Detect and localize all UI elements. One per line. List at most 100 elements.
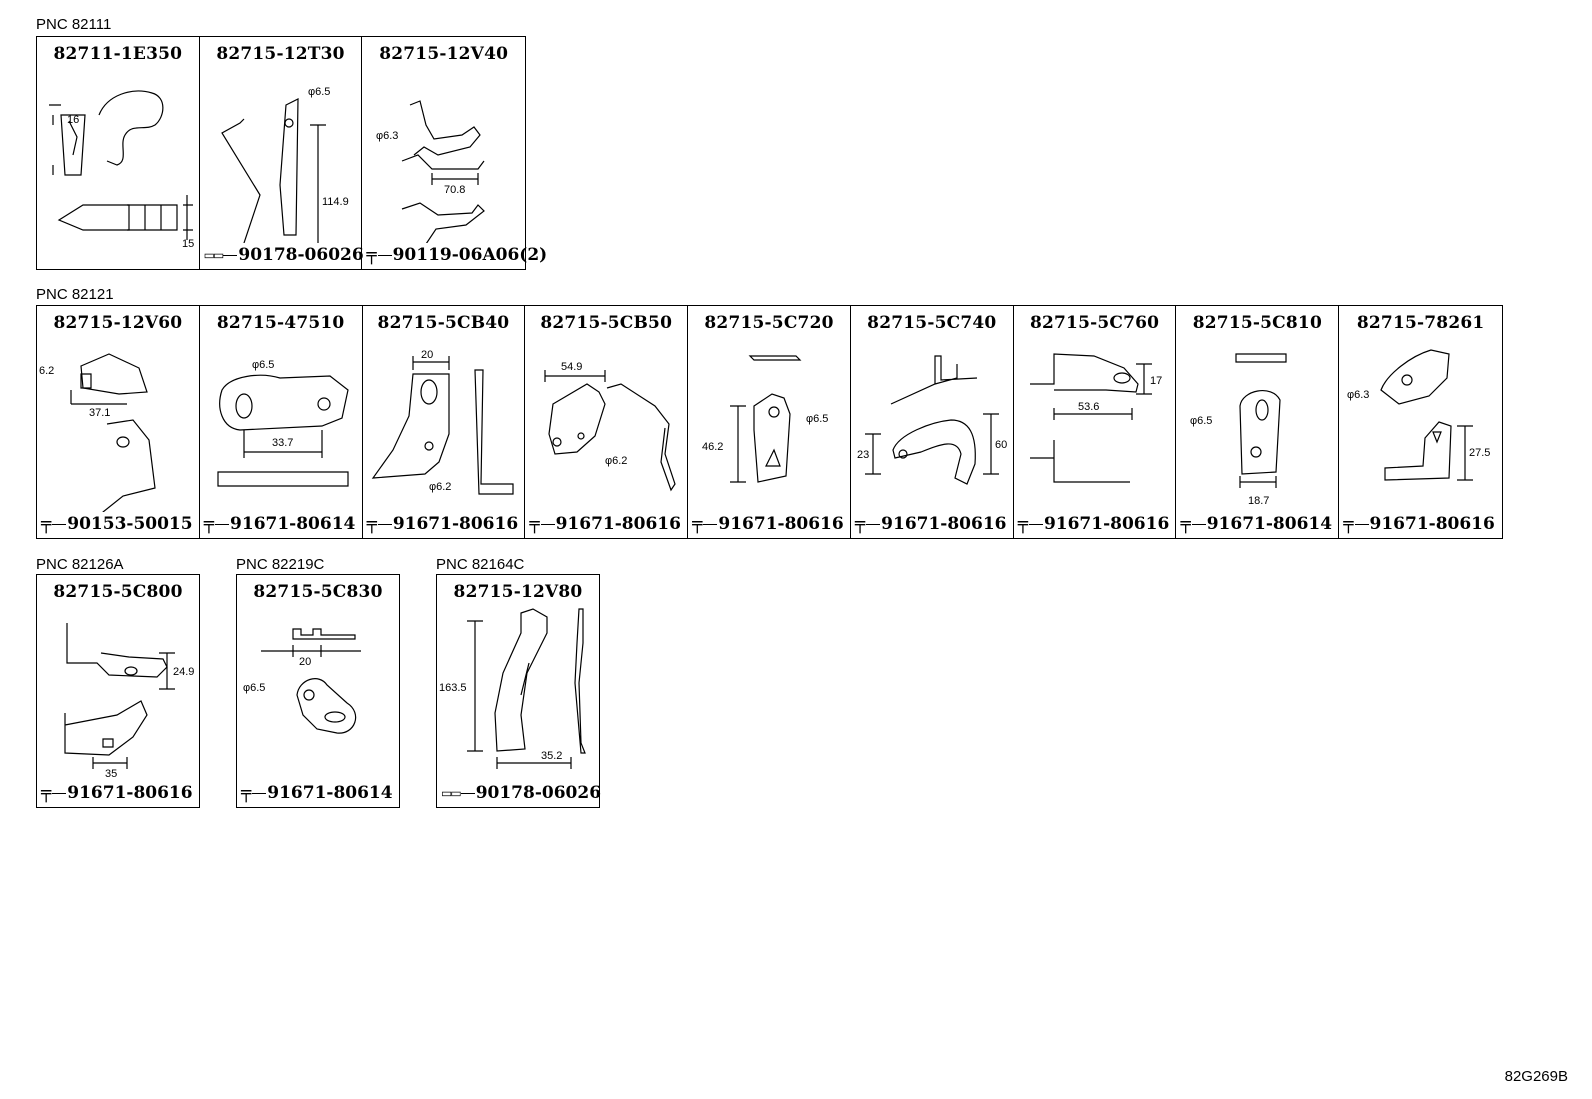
bracket-drawing: φ6.5 114.9 [200,86,348,243]
part-cell-82715-5c800[interactable]: 82715-5C800 24.9 35 ╤ 91671-80616 [37,575,199,807]
pnc-82121-group: 82715-12V60 6.2 37.1 ╤ 90153-50015 82715-… [36,305,1503,539]
clip-drawing: 16 15 [37,65,194,250]
part-cell-82715-78261[interactable]: 82715-78261 φ6.3 27.5 ╤91671-80616 [1339,306,1502,538]
pnc-label-82121: PNC 82121 [36,286,114,303]
dim-17: 17 [1150,375,1162,387]
nut-icon: ▭▭ [203,248,225,262]
part-cell-82715-5c760[interactable]: 82715-5C760 53.6 17 ╤91671-80616 [1014,306,1177,538]
part-cell-82715-5c810[interactable]: 82715-5C810 φ6.5 18.7 ╤ 91671-80614 [1176,306,1340,538]
part-number: 82715-5C800 [53,582,183,602]
bracket-drawing: 6.2 37.1 [39,334,199,512]
dim-163-5: 163.5 [439,682,467,694]
part-cell-82711-1e350[interactable]: 82711-1E350 16 15 [37,37,200,269]
fastener-part-number: 91671-80616 [67,783,193,803]
dim-phi-6-2: φ6.2 [429,481,451,493]
fastener-part-number: 90119-06A06(2) [392,245,548,265]
bracket-drawing: 54.9 φ6.2 [525,361,687,512]
pnc-label-82111: PNC 82111 [36,16,112,33]
fastener-part-number: 90153-50015 [67,514,193,534]
diagram-code: 82G269B [1504,1068,1568,1085]
nut-icon: ▭▭ [441,786,462,800]
part-number: 82715-5C760 [1029,313,1160,333]
fastener-callout: ▭▭ 90178-06026 [441,783,601,803]
bracket-drawing: 163.5 35.2 [439,603,599,781]
dim-60: 60 [995,439,1007,451]
fastener-part-number: 91671-80614 [267,783,393,803]
pnc-label-82219c: PNC 82219C [236,556,325,573]
part-number: 82715-12V60 [53,313,183,333]
fastener-callout: ╤91671-80616 [529,514,681,534]
fastener-callout: ╤90119-06A06(2) [366,245,547,265]
fastener-part-number: 91671-80616 [718,514,844,534]
dim-phi-6-2: φ6.2 [605,455,627,467]
dim-23: 23 [857,449,869,461]
bolt-icon: ╤ [366,514,377,534]
dim-18-7: 18.7 [1248,495,1269,507]
fastener-callout: ╤91671-80616 [855,514,1007,534]
pnc-label-82164c: PNC 82164C [436,556,525,573]
pnc-82164c-group: 82715-12V80 163.5 35.2 ▭▭ 90178-06026 [436,574,601,808]
dim-20: 20 [299,656,311,668]
part-number: 82715-47510 [216,313,345,333]
part-number: 82715-12T30 [216,44,345,64]
fastener-callout: ╤91671-80616 [1018,514,1170,534]
part-cell-82715-12v60[interactable]: 82715-12V60 6.2 37.1 ╤ 90153-50015 [37,306,200,538]
part-number: 82715-5CB40 [377,313,510,333]
dim-53-6: 53.6 [1078,401,1099,413]
part-number: 82715-12V40 [379,44,509,64]
fastener-part-number: 91671-80616 [1369,514,1495,534]
bolt-icon: ╤ [203,514,215,534]
dim-phi-6-3: φ6.3 [376,130,398,142]
dim-6-2: 6.2 [39,365,54,377]
bolt-icon: ╤ [41,783,52,803]
fastener-callout: ╤91671-80616 [1343,514,1495,534]
dim-phi-6-5: φ6.5 [308,86,330,98]
dim-24-9: 24.9 [173,666,194,678]
bracket-drawing: φ6.5 33.7 [200,359,362,512]
part-number: 82715-5C720 [704,313,834,333]
dim-phi-6-5: φ6.5 [806,413,828,425]
part-number: 82715-5C830 [253,582,383,602]
pnc-82219c-group: 82715-5C830 20 φ6.5 ╤91671-80614 [236,574,400,808]
bracket-drawing: 20 φ6.5 [243,603,399,781]
bolt-icon: ╤ [1180,514,1191,534]
dim-phi-6-5: φ6.5 [243,682,265,694]
part-cell-82715-5cb40[interactable]: 82715-5CB40 20 φ6.2 ╤91671-80616 [363,306,526,538]
dim-20: 20 [421,349,433,361]
dim-phi-6-5: φ6.5 [252,359,274,371]
dim-phi-6-5: φ6.5 [1190,415,1212,427]
dim-16: 16 [67,114,79,126]
dim-15: 15 [182,238,194,250]
fastener-part-number: 91671-80616 [555,514,681,534]
fastener-part-number: 91671-80614 [230,514,356,534]
part-cell-82715-5c720[interactable]: 82715-5C720 46.2 φ6.5 ╤ 91671-80616 [688,306,851,538]
dim-54-9: 54.9 [561,361,582,373]
fastener-part-number: 91671-80614 [1206,514,1333,534]
part-cell-82715-5cb50[interactable]: 82715-5CB50 54.9 φ6.2 ╤91671-80616 [525,306,689,538]
bolt-icon: ╤ [692,514,703,534]
part-cell-82715-5c830[interactable]: 82715-5C830 20 φ6.5 ╤91671-80614 [237,575,399,807]
fastener-callout: ▭▭90178-06026 [204,245,364,265]
pnc-label-82126a: PNC 82126A [36,556,124,573]
dim-46-2: 46.2 [702,441,723,453]
bracket-drawing: 53.6 17 [1014,334,1162,512]
bracket-drawing: φ6.3 70.8 [376,65,524,243]
dim-35: 35 [105,768,117,780]
part-cell-82715-47510[interactable]: 82715-47510 φ6.5 33.7 ╤ 91671-80614 [200,306,363,538]
part-cell-82715-12v40[interactable]: 82715-12V40 φ6.3 70.8 ╤90119-06A06(2) [362,37,547,269]
part-number: 82715-78261 [1356,313,1485,333]
part-number: 82715-5C810 [1192,313,1322,333]
part-number: 82715-5CB50 [540,313,673,333]
bracket-drawing: φ6.5 18.7 [1190,334,1338,507]
part-cell-82715-12t30[interactable]: 82715-12T30 φ6.5 114.9 ▭▭90178-06026 [200,37,364,269]
part-cell-82715-12v80[interactable]: 82715-12V80 163.5 35.2 ▭▭ 90178-06026 [437,575,601,807]
pnc-82111-group: 82711-1E350 16 15 82715-12T30 [36,36,547,270]
bolt-icon: ╤ [854,514,866,534]
bracket-drawing: φ6.3 27.5 [1347,334,1491,512]
part-cell-82715-5c740[interactable]: 82715-5C740 23 60 ╤91671-80616 [851,306,1014,538]
bolt-icon: ╤ [41,514,52,534]
fastener-callout: ╤91671-80614 [241,783,393,803]
fastener-part-number: 90178-06026 [475,783,602,803]
part-number: 82715-12V80 [453,582,583,602]
dim-35-2: 35.2 [541,750,562,762]
